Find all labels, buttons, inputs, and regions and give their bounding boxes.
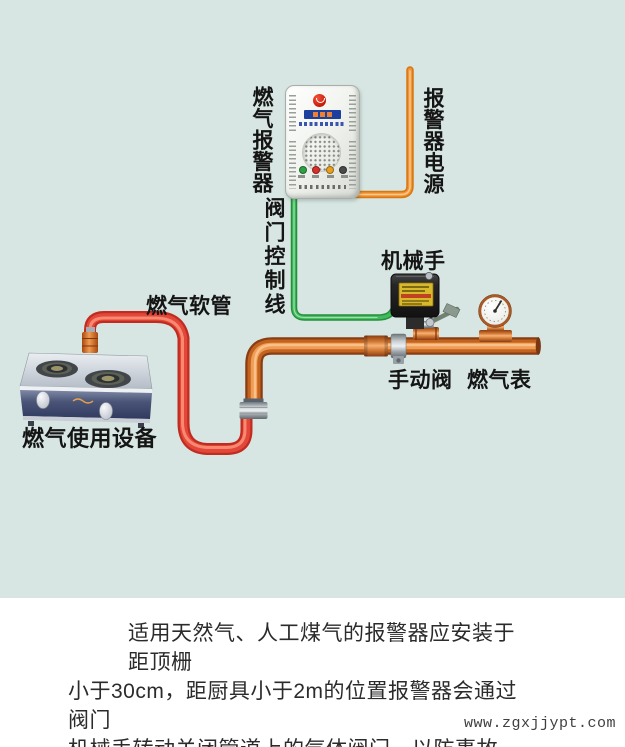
label-gas-alarm: 燃气报警器	[250, 86, 273, 194]
bottom-holes-icon	[299, 185, 346, 189]
label-manual-valve: 手动阀	[388, 369, 453, 392]
brand-logo-icon	[313, 94, 326, 107]
pipe-coupling	[364, 335, 388, 357]
label-valve-control-line: 阀门控制线	[262, 197, 285, 317]
led-caption-row	[298, 175, 348, 178]
vent-slots-icon	[349, 95, 356, 133]
brand-banner	[304, 110, 341, 119]
gauge-needle	[494, 300, 503, 312]
status-led-row	[299, 166, 347, 174]
valve-control-wire	[290, 192, 399, 321]
diagram-graphic	[19, 66, 541, 455]
vent-slots-icon	[349, 141, 356, 189]
gas-meter-gauge	[478, 294, 512, 342]
stove-knob-left	[36, 391, 50, 409]
caption-line: 机械手转动关闭管道上的气体阀门，以防事故发生。	[68, 735, 518, 747]
copper-gas-pipe	[245, 335, 541, 404]
model-text-line	[299, 122, 346, 126]
stove-burner-right	[85, 370, 131, 388]
actuator-label	[398, 282, 434, 307]
stove-foot	[138, 423, 144, 428]
alarm-power-wire	[348, 66, 414, 199]
led-alarm-red	[312, 166, 321, 174]
caption-line: 小于30cm，距厨具小于2m的位置报警器会通过阀门	[68, 680, 518, 732]
pipe-clamp	[390, 333, 407, 364]
pipe-hose-connector	[239, 398, 268, 419]
caption-line: 适用天然气、人工煤气的报警器应安装于距顶栅	[128, 622, 515, 674]
stove-knob-right	[99, 402, 113, 420]
gas-stove	[19, 352, 153, 428]
valve-lever-paddle	[442, 303, 461, 318]
led-fault-yellow	[325, 166, 334, 174]
stove-brand-mark	[72, 398, 94, 404]
valve-lever-pivot	[425, 318, 435, 327]
vent-slots-icon	[289, 95, 296, 133]
speaker-grille-icon	[302, 133, 341, 172]
led-power-green	[299, 166, 307, 174]
robot-hand-actuator	[390, 271, 440, 329]
pipe-end-cap	[535, 337, 541, 355]
caption-paragraph: 适用天然气、人工煤气的报警器应安装于距顶栅 小于30cm，距厨具小于2m的位置报…	[68, 619, 518, 747]
label-alarm-power: 报警器电源	[421, 87, 444, 195]
actuator-knob	[424, 271, 433, 280]
label-gas-meter: 燃气表	[467, 369, 532, 392]
gas-alarm-unit	[285, 85, 360, 199]
led-test-dark	[338, 166, 347, 174]
stove-foot	[28, 421, 34, 426]
watermark-url: www.zgxjjypt.com	[464, 715, 617, 732]
label-gas-hose: 燃气软管	[146, 295, 232, 318]
diagram-scene: 燃气报警器 阀门控制线 报警器电源 机械手 燃气软管 手动阀 燃气表 燃气使用设…	[0, 0, 625, 598]
stove-burner-left	[36, 360, 78, 378]
vent-slots-icon	[289, 141, 296, 189]
red-gas-hose	[84, 311, 253, 455]
label-gas-appliance: 燃气使用设备	[22, 426, 158, 451]
hose-stove-connector	[82, 327, 98, 353]
label-robot-hand: 机械手	[381, 250, 446, 273]
